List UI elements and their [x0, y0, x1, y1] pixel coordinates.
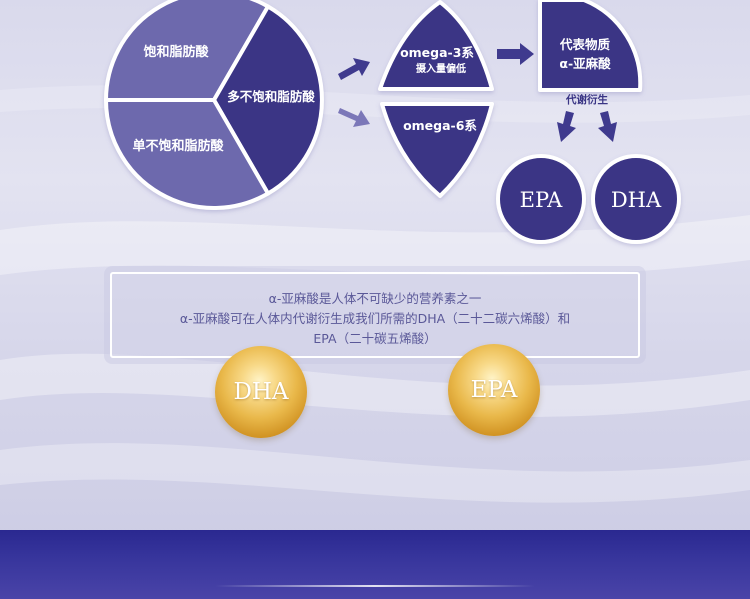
pie-slice-polyunsaturated — [212, 4, 324, 196]
info-line-2: α-亚麻酸可在人体内代谢衍生成我们所需的DHA（二十二碳六烯酸）和 — [179, 311, 571, 326]
derive-label: 代谢衍生 — [565, 93, 608, 106]
source-quarter — [538, 0, 643, 92]
arrow-to-omega6 — [338, 108, 370, 127]
info-line-3: EPA（二十碳五烯酸） — [313, 331, 437, 346]
label-saturated: 饱和脂肪酸 — [142, 44, 209, 60]
dha-circle-label: DHA — [611, 188, 662, 212]
label-polyunsaturated: 多不饱和脂肪酸 — [227, 89, 315, 104]
omega6-wedge — [380, 102, 494, 198]
label-monounsaturated: 单不饱和脂肪酸 — [132, 138, 224, 154]
dha-gold-ball: DHA — [215, 346, 307, 438]
arrow-to-source — [497, 43, 534, 65]
source-title: 代表物质 — [559, 37, 611, 52]
footer-divider — [215, 585, 535, 587]
arrow-to-epa — [557, 111, 576, 142]
info-box: α-亚麻酸是人体不可缺少的营养素之一 α-亚麻酸可在人体内代谢衍生成我们所需的D… — [110, 272, 640, 358]
arrow-to-dha — [598, 111, 617, 142]
fatty-acid-diagram: 饱和脂肪酸 多不饱和脂肪酸 单不饱和脂肪酸 omega-3系 摄入量偏低 ome… — [104, 0, 681, 244]
omega3-note: 摄入量偏低 — [416, 62, 466, 75]
epa-circle-label: EPA — [520, 188, 564, 212]
epa-gold-ball: EPA — [448, 344, 540, 436]
arrow-to-omega3 — [338, 58, 370, 80]
omega3-wedge — [378, 0, 494, 91]
source-name: α-亚麻酸 — [559, 56, 611, 71]
fatty-acid-pie — [104, 0, 324, 210]
info-line-1: α-亚麻酸是人体不可缺少的营养素之一 — [268, 291, 482, 306]
epa-circle — [496, 154, 586, 244]
omega6-label: omega-6系 — [403, 118, 477, 133]
footer-band — [0, 530, 750, 599]
omega3-label: omega-3系 — [400, 45, 474, 60]
dha-circle — [591, 154, 681, 244]
pie-slice-monounsaturated — [104, 98, 270, 210]
